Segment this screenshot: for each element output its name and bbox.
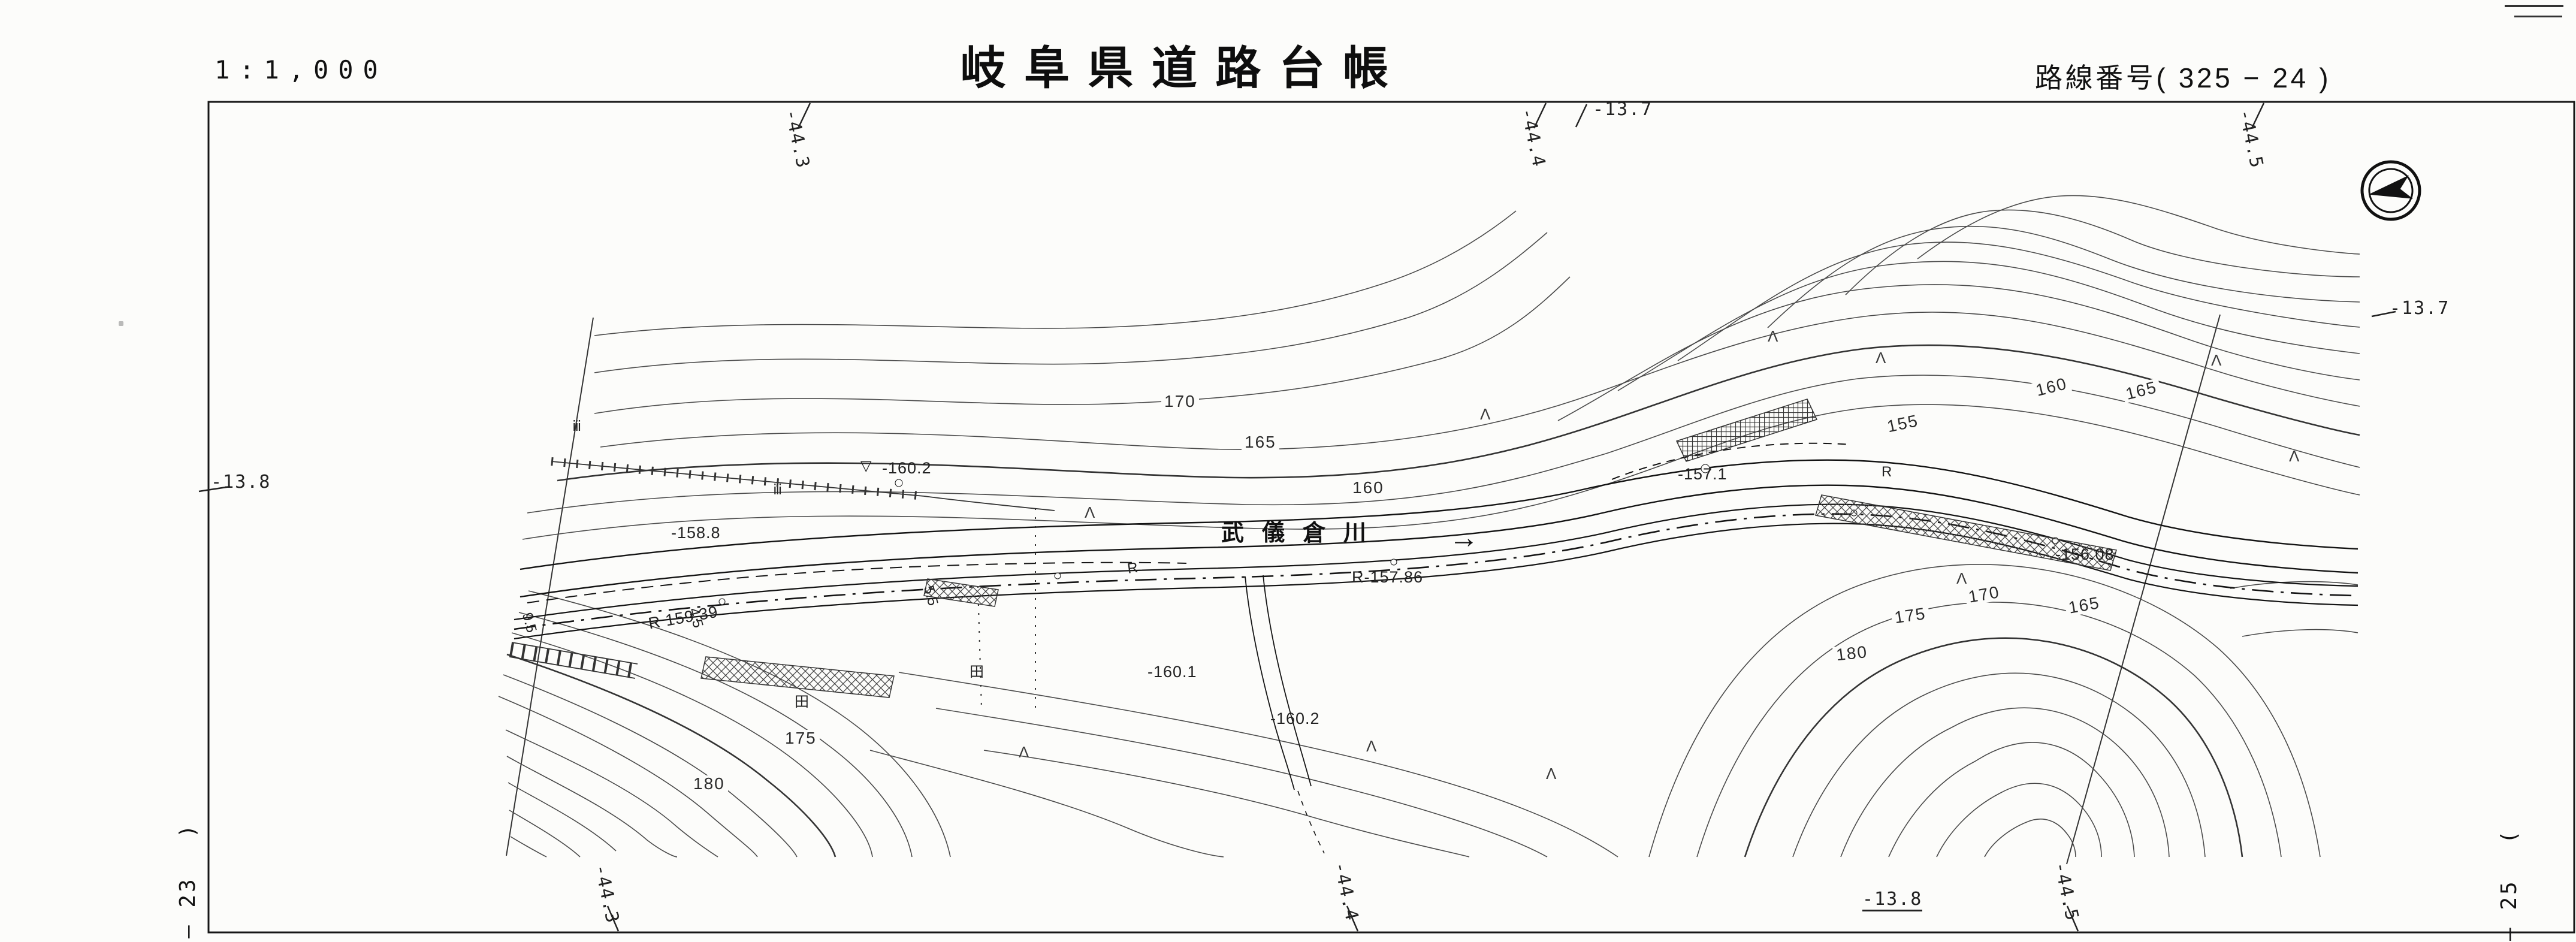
scan-artifact [2514,16,2562,17]
scan-artifact [2505,5,2563,7]
route-number-label: 路線番号( 325 − 24 ) [2035,62,2332,93]
river-name: 武儀倉川 [1221,521,1385,546]
map-scale-label: 1:1,000 [215,55,388,84]
match-lines [506,314,2221,865]
survey-lines [509,457,1055,711]
grid-ticks [198,102,2396,932]
scan-artifact [119,321,123,326]
hatched-embankments [700,398,2117,698]
river-lines [520,442,2358,598]
north-arrow-icon [2360,160,2421,221]
contour-lines [498,195,2360,858]
page-title: 岐阜県道路台帳 [960,43,1407,94]
flow-direction-arrow: → [1449,521,1479,554]
map-border [207,101,2575,934]
